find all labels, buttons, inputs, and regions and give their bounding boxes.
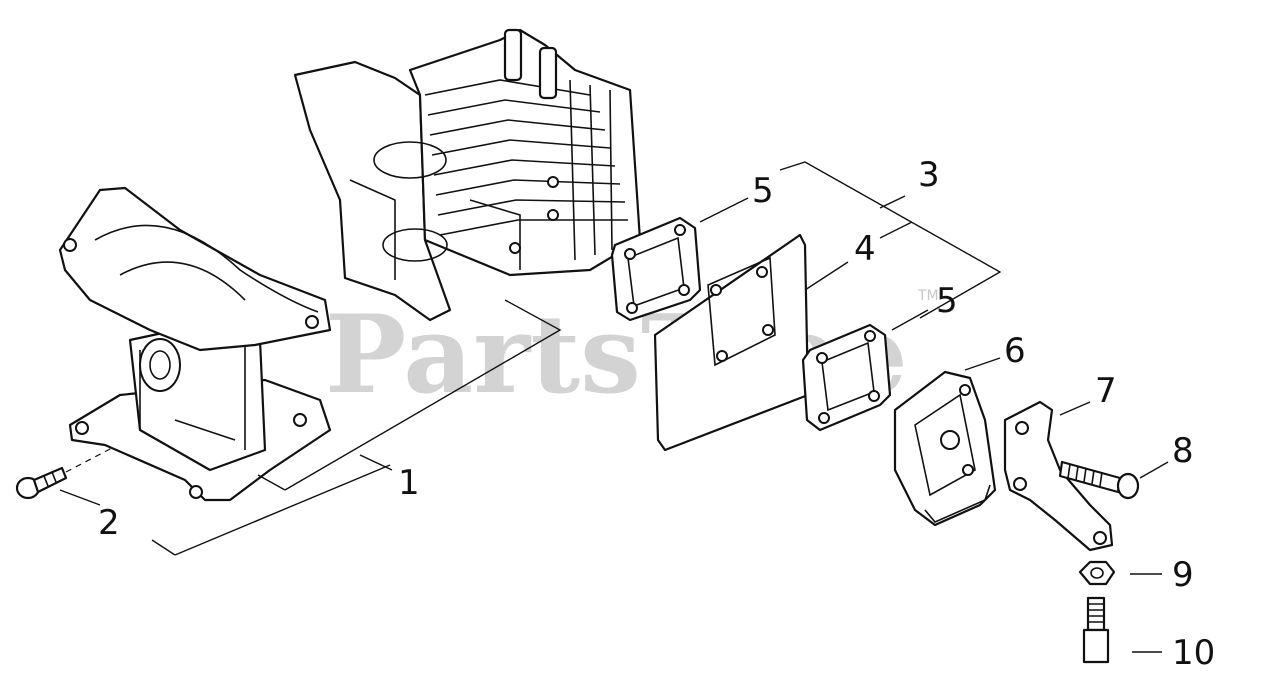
callout-3[interactable]: 3 bbox=[918, 155, 940, 195]
bolt-8[interactable] bbox=[1058, 460, 1140, 500]
watermark-trademark: TM bbox=[917, 288, 939, 304]
callout-7[interactable]: 7 bbox=[1095, 371, 1117, 411]
callout-4[interactable]: 4 bbox=[854, 229, 876, 269]
air-cleaner-base[interactable] bbox=[893, 370, 997, 527]
callout-9[interactable]: 9 bbox=[1172, 555, 1194, 595]
leader-lines bbox=[59, 161, 1169, 653]
cylinder-assembly[interactable] bbox=[293, 28, 642, 322]
callout-1[interactable]: 1 bbox=[398, 463, 420, 503]
callout-6[interactable]: 6 bbox=[1004, 331, 1026, 371]
gasket-lower[interactable] bbox=[801, 323, 892, 432]
stud-10[interactable] bbox=[1082, 596, 1110, 664]
callout-8[interactable]: 8 bbox=[1172, 431, 1194, 471]
crankcase-half[interactable] bbox=[58, 186, 332, 502]
cooling-fins bbox=[424, 79, 628, 261]
callout-2[interactable]: 2 bbox=[98, 503, 120, 543]
callout-10[interactable]: 10 bbox=[1172, 633, 1215, 673]
gasket-upper[interactable] bbox=[610, 216, 702, 322]
screw-2[interactable] bbox=[15, 466, 68, 500]
callout-5-upper[interactable]: 5 bbox=[752, 171, 774, 211]
nut-9[interactable] bbox=[1078, 560, 1116, 586]
callout-5-lower[interactable]: 5 bbox=[936, 281, 958, 321]
callout-labels: 1 2 3 4 5 5 6 7 8 9 10 bbox=[98, 155, 1215, 673]
mounting-bracket[interactable] bbox=[1003, 400, 1114, 552]
